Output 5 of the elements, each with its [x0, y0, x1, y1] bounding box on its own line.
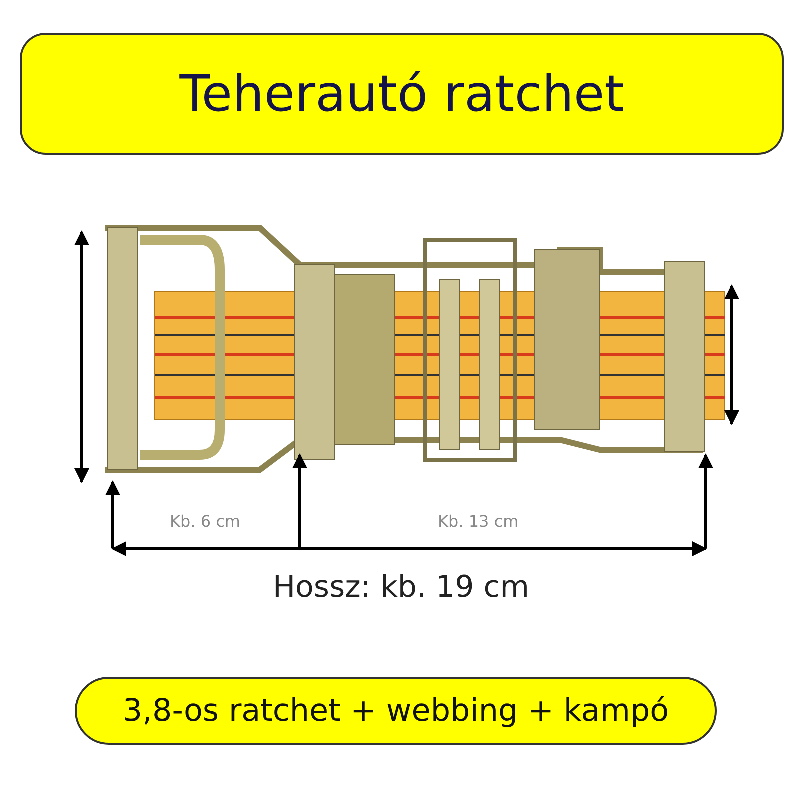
- dimension-label: Kb. 13 cm: [438, 512, 519, 531]
- dimension-label: Kb. 6 cm: [170, 512, 240, 531]
- total-length-label: Hossz: kb. 19 cm: [273, 570, 530, 605]
- caption-banner: 3,8-os ratchet + webbing + kampó: [75, 677, 717, 745]
- title-banner: Teherautó ratchet: [20, 33, 784, 155]
